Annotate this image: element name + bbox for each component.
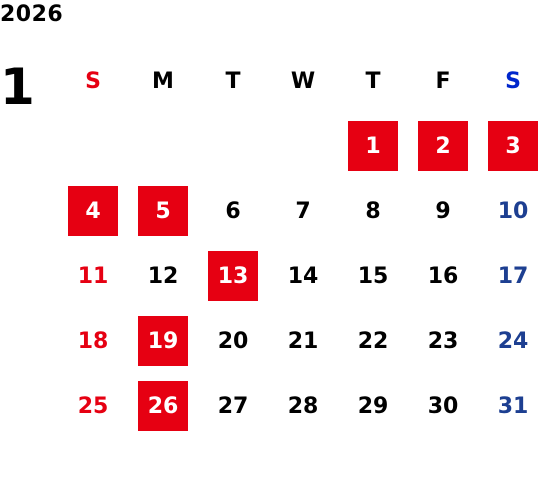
day-cell: 17	[497, 263, 529, 289]
day-cell: 28	[287, 393, 319, 419]
day-cell: 2	[418, 121, 468, 171]
calendar-month: 1	[0, 58, 35, 116]
day-cell: 22	[357, 328, 389, 354]
weekday-header-thursday: T	[365, 68, 381, 94]
day-cell: 16	[427, 263, 459, 289]
day-cell	[208, 121, 258, 171]
weekday-header-friday: F	[435, 68, 451, 94]
weekday-header-monday: M	[152, 68, 174, 94]
calendar-year: 2026	[0, 2, 64, 27]
day-cell: 13	[208, 251, 258, 301]
day-cell: 5	[138, 186, 188, 236]
day-cell: 24	[497, 328, 529, 354]
day-cell: 15	[357, 263, 389, 289]
day-cell: 19	[138, 316, 188, 366]
day-cell: 1	[348, 121, 398, 171]
day-cell: 26	[138, 381, 188, 431]
day-cell	[278, 121, 328, 171]
day-cell: 10	[497, 198, 529, 224]
day-cell: 6	[225, 198, 241, 224]
calendar-grid: S M T W T F S 1 2 3 4 5 6 7 8 9 10 11 12…	[68, 56, 538, 431]
weekday-header-sunday: S	[85, 68, 101, 94]
day-cell: 27	[217, 393, 249, 419]
day-cell: 14	[287, 263, 319, 289]
day-cell: 12	[147, 263, 179, 289]
day-cell: 4	[68, 186, 118, 236]
day-cell	[138, 121, 188, 171]
day-cell: 11	[77, 263, 109, 289]
day-cell: 31	[497, 393, 529, 419]
day-cell: 30	[427, 393, 459, 419]
day-cell: 29	[357, 393, 389, 419]
weekday-header-wednesday: W	[290, 68, 316, 94]
day-cell: 20	[217, 328, 249, 354]
day-cell: 23	[427, 328, 459, 354]
day-cell: 3	[488, 121, 538, 171]
day-cell: 25	[77, 393, 109, 419]
weekday-header-tuesday: T	[225, 68, 241, 94]
day-cell: 21	[287, 328, 319, 354]
day-cell: 7	[295, 198, 311, 224]
day-cell: 8	[365, 198, 381, 224]
day-cell: 18	[77, 328, 109, 354]
day-cell	[68, 121, 118, 171]
weekday-header-saturday: S	[505, 68, 521, 94]
day-cell: 9	[435, 198, 451, 224]
